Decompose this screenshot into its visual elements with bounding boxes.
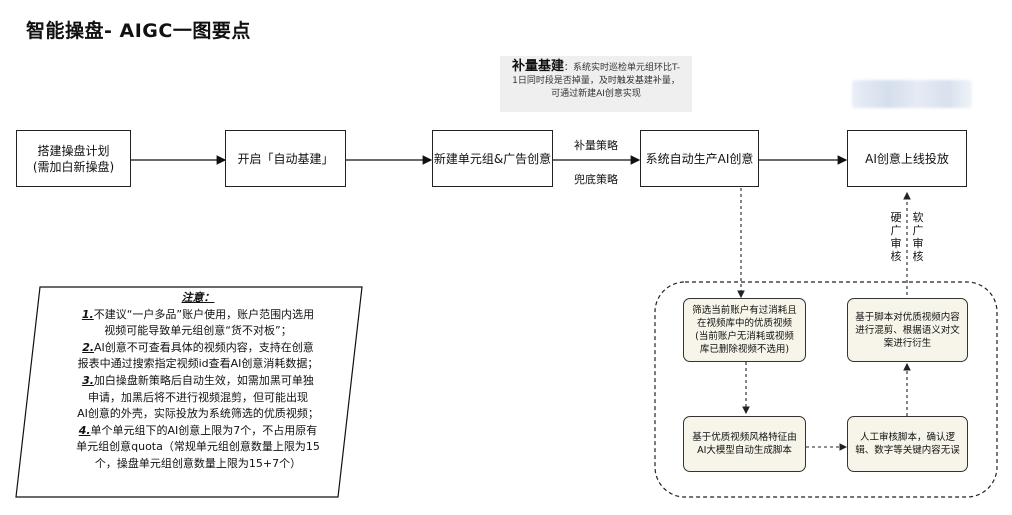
- text-line: 审: [912, 237, 924, 250]
- text-line: 基于脚本对优质视频内容: [855, 311, 960, 323]
- text-line: 进行混剪、根据语义对文: [855, 324, 960, 336]
- text-line: 筛选当前账户有过消耗且: [692, 305, 797, 316]
- text-line: 硬: [890, 211, 902, 224]
- sub-node-generate-script: 基于优质视频风格特征由 AI大模型自动生成脚本: [683, 416, 806, 472]
- text-line: AI大模型自动生成脚本: [697, 445, 792, 456]
- note-3: 3.加白操盘新策略后自动生效，如需加黑可单独: [46, 373, 350, 390]
- text-line: 广: [890, 224, 902, 237]
- supplement-note-heading: 补量基建: [512, 59, 565, 74]
- sub-node-manual-review: 人工审核脚本，确认逻 辑、数字等关键内容无误: [847, 416, 968, 472]
- note-1: 1.不建议“一户多品”账户使用，账户范围内选用: [46, 307, 350, 324]
- supplement-note-line2: 1日同时段是否掉量，及时触发基建补量，: [512, 76, 680, 86]
- text-line: 基于优质视频风格特征由 AI大模型自动生成脚本: [692, 431, 797, 457]
- note-2-cont: 报表中通过搜索指定视频id查看AI创意消耗数据；: [77, 357, 319, 371]
- edge-label-supplement: 补量策略: [574, 139, 618, 152]
- text-line: 4.: [78, 423, 91, 437]
- node-new-unit-group: 新建单元组&广告创意: [432, 130, 553, 187]
- text-line: 软: [912, 211, 924, 224]
- note-4-cont2: 个，操盘单元组创意数量上限为15+7个）: [94, 456, 302, 470]
- notes-shape: [15, 286, 363, 498]
- edge-label-fallback: 兜底策略: [574, 173, 618, 186]
- node-auto-infra: 开启「自动基建」: [225, 130, 346, 187]
- text-line: (当前账户无消耗或视频: [695, 331, 794, 342]
- sub-node-filter-videos: 筛选当前账户有过消耗且 在视频库中的优质视频 (当前账户无消耗或视频 库已删除视…: [683, 298, 806, 362]
- supplement-note-line1: 系统实时巡检单元组环比T-: [573, 63, 680, 73]
- sub-node-video-mix: 基于脚本对优质视频内容 进行混剪、根据语义对文 案进行衍生: [847, 298, 968, 362]
- node-new-unit-group-label: 新建单元组&广告创意: [433, 151, 552, 166]
- text-line: AI创意不可查看具体的视频内容，支持在创意: [94, 340, 314, 354]
- text-line: 广: [912, 224, 924, 237]
- node-build-plan: 搭建操盘计划 (需加白新操盘): [16, 130, 131, 187]
- text-line: 核: [912, 250, 924, 263]
- notes-panel: 注意： 1.不建议“一户多品”账户使用，账户范围内选用 视频可能导致单元组创意“…: [46, 290, 350, 473]
- node-build-plan-line2: (需加白新操盘): [32, 159, 115, 174]
- note-3-cont: 申请，加黑后将不进行视频混剪，但可能出现: [88, 390, 308, 404]
- text-line: 3.: [82, 373, 94, 387]
- text-line: 2.: [82, 340, 95, 354]
- text-line: 筛选当前账户有过消耗且 在视频库中的优质视频 (当前账户无消耗或视频 库已删除视…: [692, 304, 797, 356]
- note-3-cont2: AI创意的外壳，实际投放为系统筛选的优质视频；: [77, 407, 319, 421]
- supplement-note-colon: ：: [564, 63, 574, 73]
- node-build-plan-line1: 搭建操盘计划: [37, 143, 110, 158]
- page-title: 智能操盘- AIGC一图要点: [26, 20, 251, 42]
- text-line: 1.: [81, 307, 94, 321]
- text-line: 人工审核脚本，确认逻 辑、数字等关键内容无误: [855, 431, 960, 457]
- text-line: 在视频库中的优质视频: [696, 318, 792, 329]
- redacted-region: [852, 80, 972, 108]
- node-online-delivery: AI创意上线投放: [847, 130, 967, 187]
- node-auto-generate-label: 系统自动生产AI创意: [645, 151, 754, 166]
- text-line: 单个单元组下的AI创意上限为7个，不占用原有: [90, 423, 318, 437]
- node-auto-infra-label: 开启「自动基建」: [237, 151, 334, 166]
- node-auto-generate: 系统自动生产AI创意: [640, 130, 759, 187]
- text-line: 审: [890, 237, 902, 250]
- text-line: 核: [890, 250, 902, 263]
- text-line: 人工审核脚本，确认逻: [859, 432, 955, 443]
- text-line: 基于优质视频风格特征由: [692, 432, 797, 443]
- sub-flow-group: [654, 281, 998, 498]
- note-4-cont: 单元组创意quota（常规单元组创意数量上限为15: [76, 440, 320, 454]
- text-line: 加白操盘新策略后自动生效，如需加黑可单独: [93, 373, 314, 387]
- text-line: 辑、数字等关键内容无误: [855, 445, 960, 456]
- soft-review-label: 软 广 审 核: [912, 211, 924, 263]
- text-line: 基于脚本对优质视频内容 进行混剪、根据语义对文 案进行衍生: [855, 311, 960, 350]
- notes-heading: 注意：: [181, 291, 215, 304]
- supplement-note-line3: 可通过新建AI创意实现: [551, 89, 641, 99]
- note-2: 2.AI创意不可查看具体的视频内容，支持在创意: [46, 340, 350, 357]
- note-4: 4.单个单元组下的AI创意上限为7个，不占用原有: [46, 423, 350, 440]
- text-line: 不建议“一户多品”账户使用，账户范围内选用: [93, 307, 315, 321]
- node-online-delivery-label: AI创意上线投放: [865, 151, 949, 166]
- supplement-note: 补量基建：系统实时巡检单元组环比T- 1日同时段是否掉量，及时触发基建补量， 可…: [500, 56, 692, 112]
- note-1-cont: 视频可能导致单元组创意“货不对板”；: [104, 324, 292, 338]
- text-line: 库已删除视频不选用): [699, 344, 790, 355]
- hard-review-label: 硬 广 审 核: [890, 211, 902, 263]
- text-line: 案进行衍生: [883, 337, 932, 349]
